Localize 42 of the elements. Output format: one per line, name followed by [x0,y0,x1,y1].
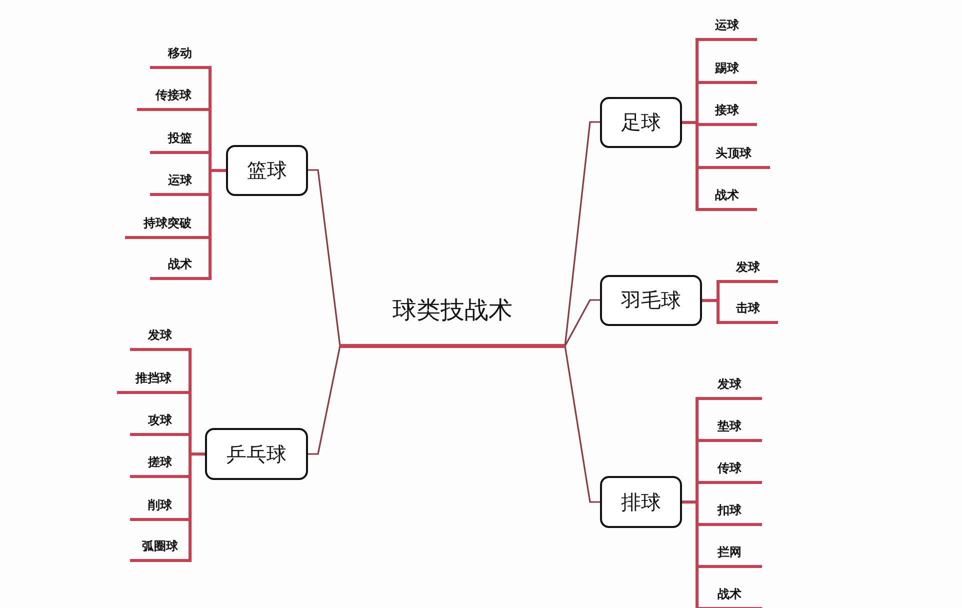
leaf-label: 战术 [697,584,762,607]
node-text: 羽毛球 [621,287,681,314]
leaf-label: 传接球 [137,85,210,108]
leaf-label: 拦网 [697,542,762,565]
branch-box [205,428,308,480]
leaf-label: 攻球 [130,410,190,433]
leaf-label: 运球 [150,170,210,193]
leaf-label: 削球 [130,495,190,518]
node-text: 乒乓球 [226,440,286,468]
connector-line [308,169,341,346]
node-text: 球类技战术 [392,295,512,326]
node-text: 篮球 [247,157,287,184]
leaf-label: 发球 [697,374,762,397]
leaf-label: 持球突破 [125,213,210,236]
leaf-label: 搓球 [130,452,190,475]
leaf-label: 头顶球 [697,143,770,166]
connector-line [564,346,600,503]
leaf-label: 发球 [130,325,190,348]
leaf-label: 移动 [150,43,210,66]
connector-line [308,346,341,455]
leaf-label: 弧圈球 [130,536,190,559]
leaf-label: 发球 [718,257,778,280]
branch-box [600,275,702,326]
branch-box [600,476,682,528]
leaf-label: 扣球 [697,500,762,523]
branch-box [226,145,308,196]
bracket-line [702,299,778,324]
leaf-label: 击球 [718,298,778,321]
leaf-label: 垫球 [697,416,762,439]
node-text: 足球 [621,109,661,136]
connector-line [564,299,600,346]
branch-box [600,97,682,148]
leaf-label: 投篮 [150,128,210,151]
leaf-label: 运球 [697,15,757,38]
leaf-label: 接球 [697,100,757,123]
connector-line [564,121,600,346]
leaf-label: 战术 [697,185,757,208]
leaf-label: 踢球 [697,58,757,81]
node-text: 排球 [621,488,661,516]
leaf-label: 推挡球 [117,368,190,391]
leaf-label: 传球 [697,458,762,481]
leaf-label: 战术 [150,254,210,277]
